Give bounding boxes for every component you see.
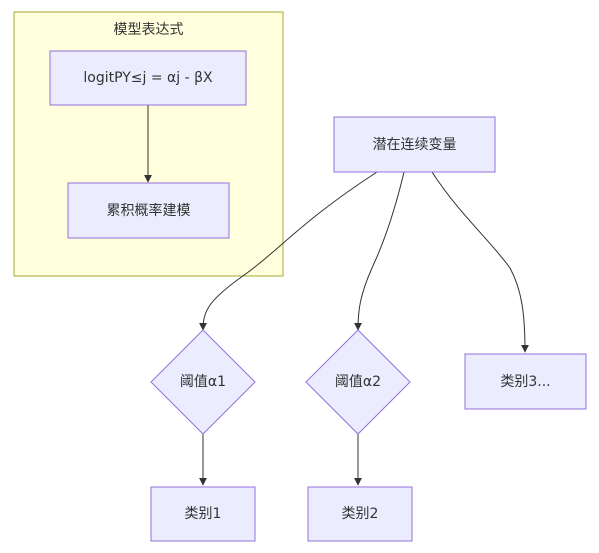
edge-latent-to-category3	[431, 171, 529, 353]
node-category3-label: 类别3...	[500, 374, 550, 390]
node-latent-box	[333, 116, 496, 173]
node-threshold2-diamond	[305, 329, 411, 435]
node-category3-box	[464, 353, 587, 410]
node-category2[interactable]: 类别2	[307, 486, 413, 542]
node-category1-box	[150, 486, 256, 542]
node-category3[interactable]: 类别3...	[464, 353, 587, 410]
node-formula[interactable]: logitPY≤j = αj - βX	[49, 50, 247, 106]
node-threshold2-label: 阈值α2	[335, 374, 381, 390]
subgraph-title: 模型表达式	[114, 22, 184, 38]
node-threshold1[interactable]: 阈值α1	[150, 329, 256, 435]
node-latent-label: 潜在连续变量	[373, 136, 457, 153]
node-cumulative-label: 累积概率建模	[107, 202, 191, 219]
node-category2-label: 类别2	[342, 506, 379, 522]
node-latent-variable[interactable]: 潜在连续变量	[333, 116, 496, 173]
node-threshold1-label: 阈值α1	[180, 374, 226, 390]
edge-latent-to-threshold2	[354, 171, 405, 331]
node-threshold2[interactable]: 阈值α2	[305, 329, 411, 435]
node-cumulative-box	[67, 182, 230, 239]
node-formula-label: logitPY≤j = αj - βX	[83, 70, 213, 86]
edges	[144, 105, 529, 486]
node-category1[interactable]: 类别1	[150, 486, 256, 542]
node-category1-label: 类别1	[185, 506, 222, 522]
node-category2-box	[307, 486, 413, 542]
node-cumulative-probability[interactable]: 累积概率建模	[67, 182, 230, 239]
node-threshold1-diamond	[150, 329, 256, 435]
node-formula-box	[49, 50, 247, 106]
edge-latent-to-threshold1	[199, 171, 378, 331]
